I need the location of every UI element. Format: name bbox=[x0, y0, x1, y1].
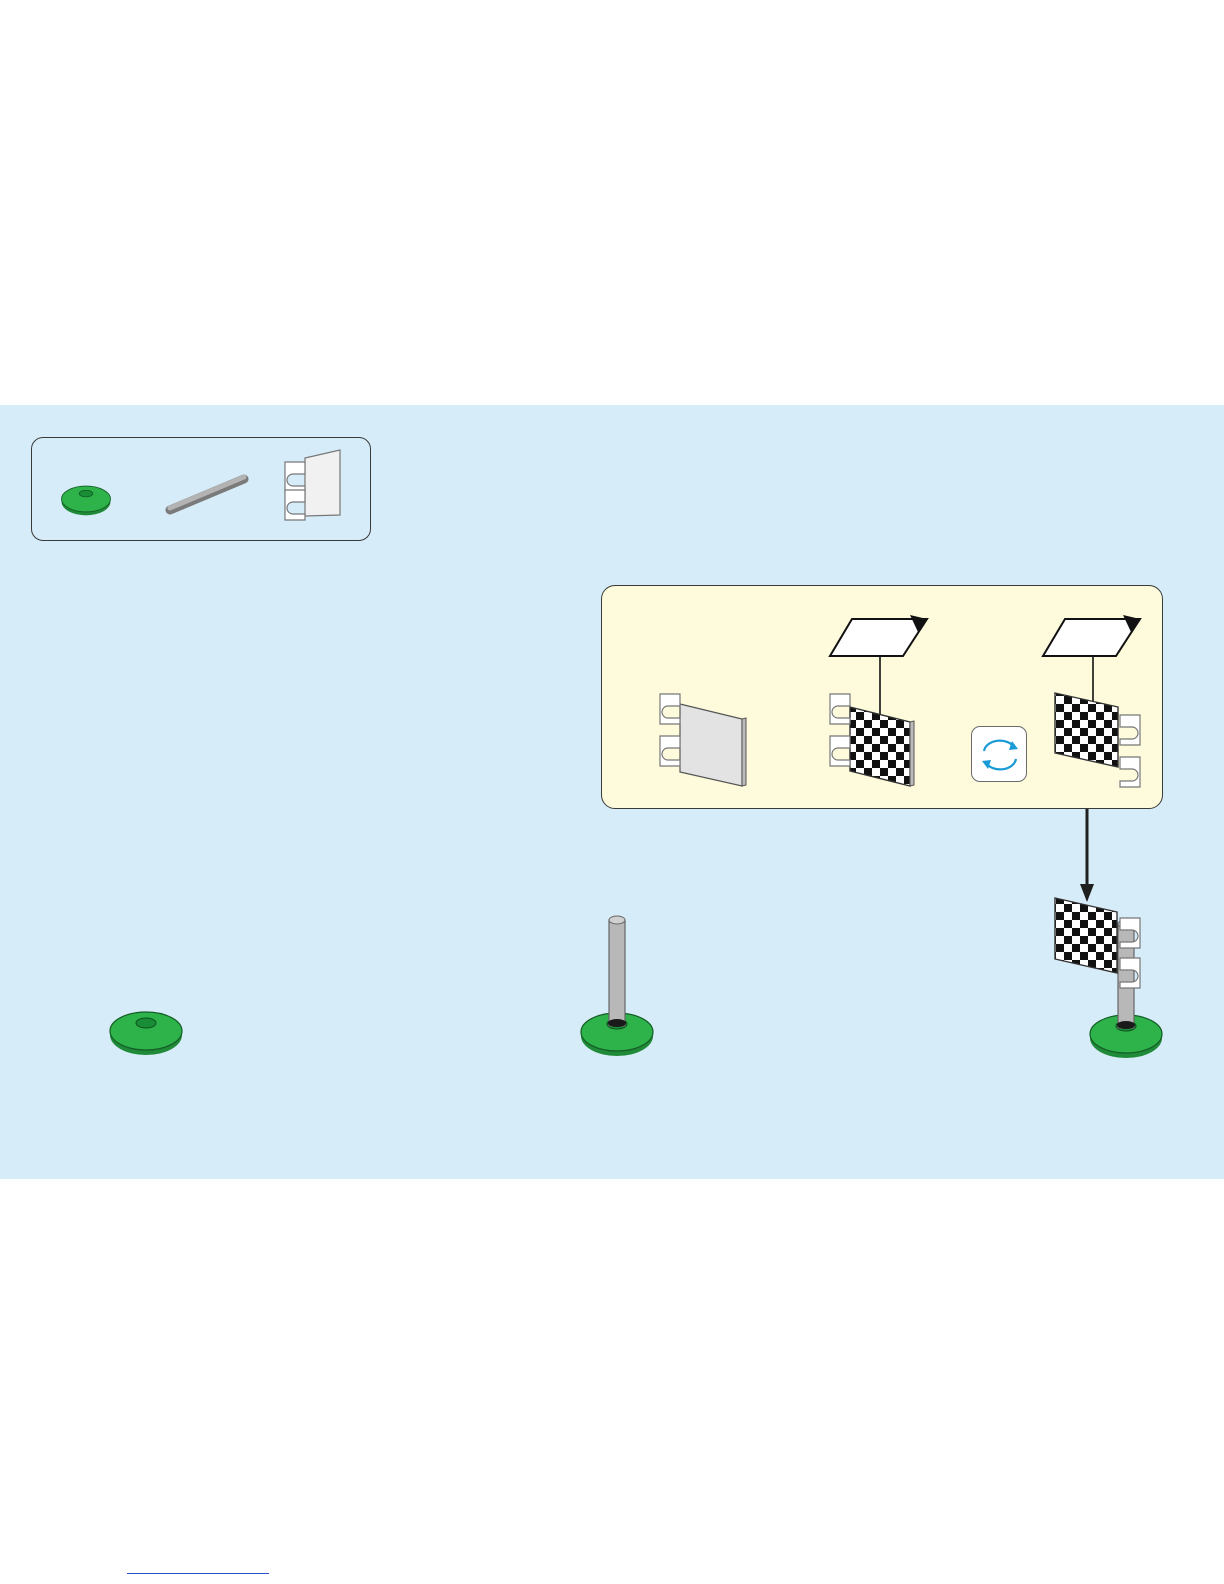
step-plate bbox=[110, 1012, 182, 1055]
checkered-flag-front-icon bbox=[830, 694, 914, 786]
step-finished-flag bbox=[1055, 898, 1162, 1058]
footer-link-underline[interactable] bbox=[127, 1573, 269, 1574]
bar-icon bbox=[170, 477, 244, 510]
arrow-icon bbox=[1080, 809, 1094, 902]
sticker-icon bbox=[1043, 615, 1140, 703]
round-plate-icon bbox=[62, 486, 111, 515]
blank-flag-icon bbox=[660, 694, 746, 786]
checkered-flag-back-icon bbox=[1055, 693, 1140, 787]
flag-icon bbox=[285, 450, 340, 520]
step-plate-with-bar bbox=[581, 916, 653, 1056]
rotate-icon bbox=[971, 726, 1027, 782]
